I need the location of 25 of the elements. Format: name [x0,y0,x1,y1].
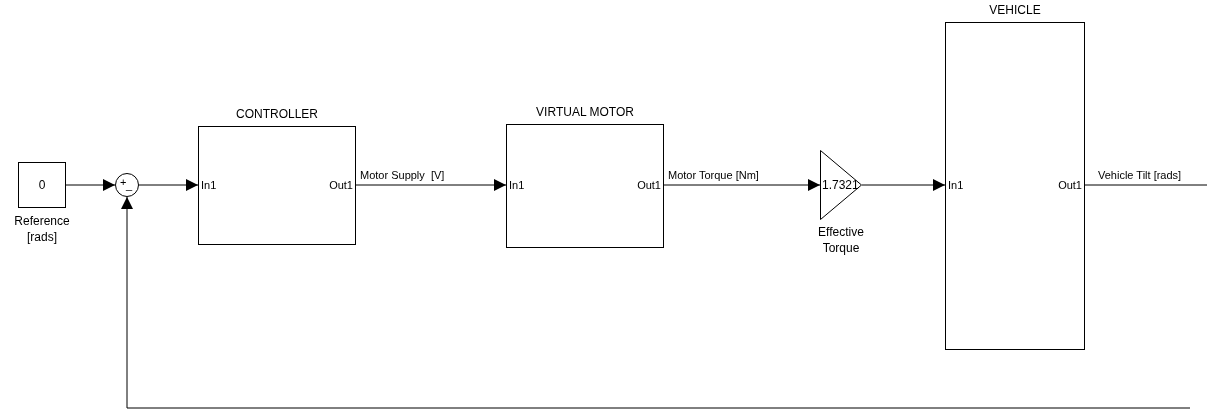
signal-arrow [65,179,116,191]
block-title: VIRTUAL MOTOR [536,105,634,119]
plus-sign: + [120,176,127,188]
port-label: In1 [201,178,217,192]
signal-label: Motor Supply [V] [359,169,446,182]
block-title: CONTROLLER [236,107,318,121]
port-label: In1 [509,178,525,192]
port-label: In1 [948,178,964,192]
block-title: VEHICLE [989,3,1041,17]
signal-arrow [121,196,1191,409]
signal-arrow [663,179,821,191]
signal-arrow [861,179,946,191]
signal-label: Vehicle Tilt [rads] [1097,169,1183,182]
block-caption: Reference [rads] [13,213,71,245]
port-label: Out1 [329,178,353,192]
signal-arrow [138,179,199,191]
gain-value: 1.7321 [822,178,859,192]
sum-junction [115,173,139,197]
minus-sign: _ [126,179,133,191]
port-label: Out1 [1058,178,1082,192]
signal-arrow [355,179,507,191]
port-label: Out1 [637,178,661,192]
constant-value: 0 [37,177,47,194]
signal-label: Motor Torque [Nm] [667,169,760,182]
block-caption: Effective Torque [817,224,865,256]
